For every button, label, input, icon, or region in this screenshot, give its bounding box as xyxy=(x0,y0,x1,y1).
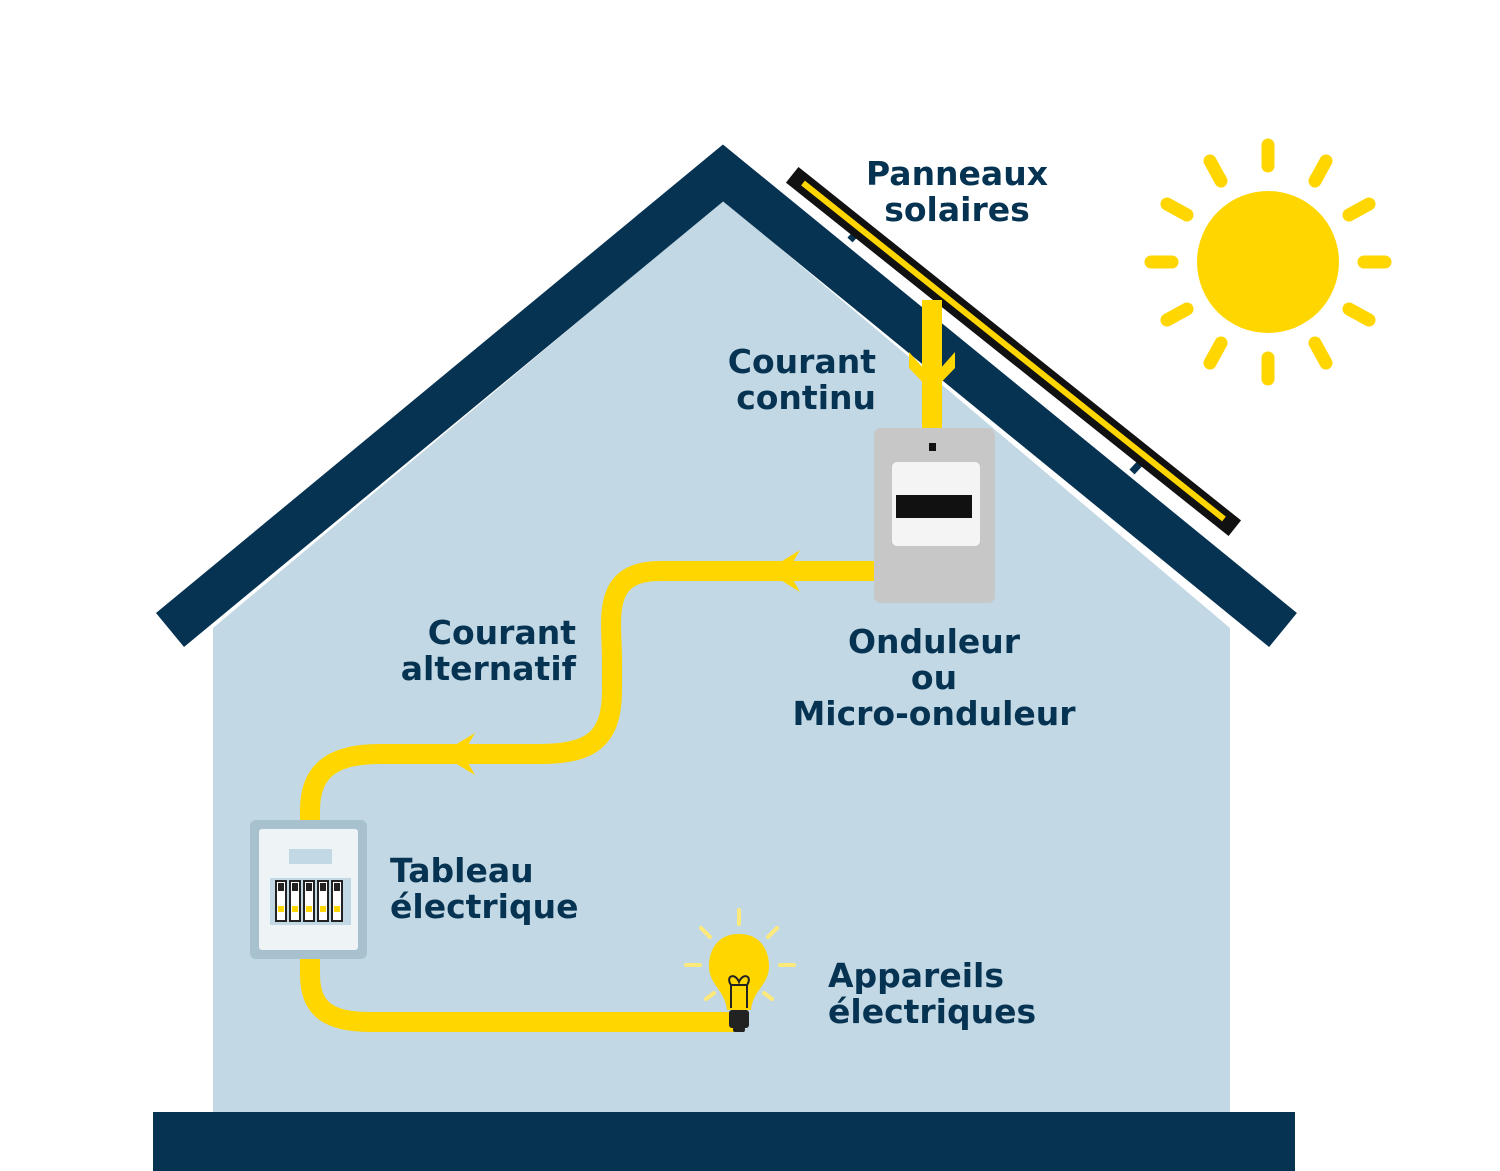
label-ac-current-line-1: Courant xyxy=(427,613,576,652)
label-solar-panels-line-2: solaires xyxy=(884,190,1030,229)
label-electrical-panel-line-2: électrique xyxy=(390,887,579,926)
label-appliances-line-1: Appareils xyxy=(828,956,1004,995)
ac-current-flow xyxy=(300,561,876,822)
label-dc-current-line-2: continu xyxy=(736,378,876,417)
label-inverter-line-3: Micro-onduleur xyxy=(792,694,1076,733)
inverter-icon xyxy=(874,428,995,603)
label-solar-panels: Panneaux solaires xyxy=(842,156,1072,228)
label-ac-current-line-2: alternatif xyxy=(400,649,576,688)
label-dc-current: Courant continu xyxy=(640,344,876,416)
solar-panel-icon xyxy=(785,166,1242,537)
label-solar-panels-line-1: Panneaux xyxy=(866,154,1048,193)
label-inverter: Onduleur ou Micro-onduleur xyxy=(762,624,1106,732)
label-ac-current: Courant alternatif xyxy=(330,615,576,687)
house-roof xyxy=(155,144,1297,648)
label-inverter-line-1: Onduleur xyxy=(847,622,1021,661)
label-dc-current-line-1: Courant xyxy=(727,342,876,381)
breaker-panel-icon xyxy=(250,820,367,959)
ground-bar xyxy=(153,1112,1295,1171)
label-inverter-line-2: ou xyxy=(910,658,958,697)
light-bulb-icon xyxy=(684,908,796,1032)
label-electrical-panel-line-1: Tableau xyxy=(390,851,534,890)
label-electrical-panel: Tableau électrique xyxy=(390,853,650,925)
ac-arrow-1 xyxy=(766,550,800,592)
dc-current-flow xyxy=(909,300,955,432)
label-appliances: Appareils électriques xyxy=(828,958,1088,1030)
sun-icon xyxy=(1144,138,1392,386)
appliance-flow xyxy=(300,955,738,1032)
label-appliances-line-2: électriques xyxy=(828,992,1037,1031)
ac-arrow-2 xyxy=(440,733,475,775)
